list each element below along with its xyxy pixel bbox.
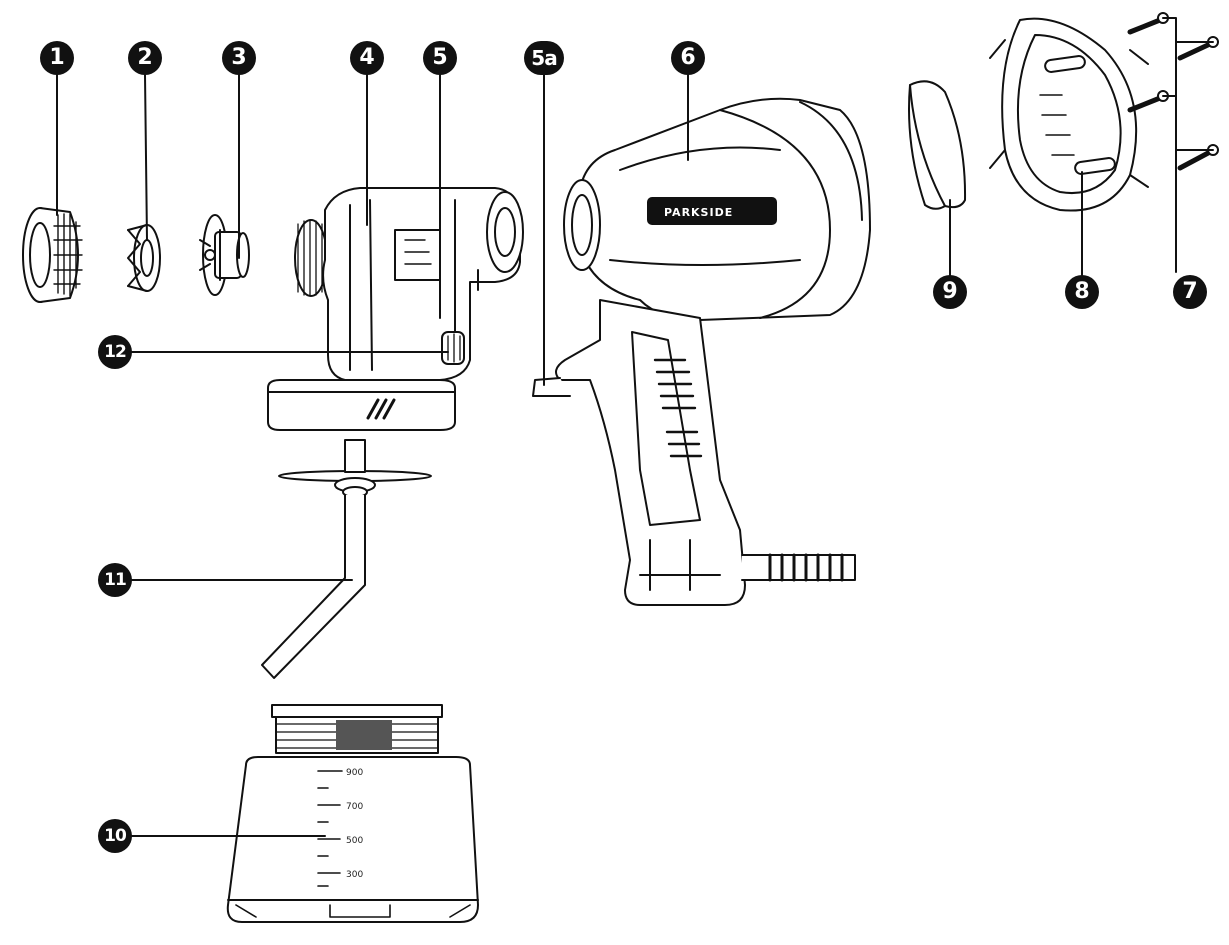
- callout-9: 9: [933, 275, 967, 309]
- callout-2: 2: [128, 41, 162, 75]
- scale-label: 700: [346, 802, 363, 812]
- scale-label: 500: [346, 836, 363, 846]
- part-6-motor-unit: PARKSIDE: [532, 97, 871, 606]
- part-2-air-cap-insert: [127, 224, 161, 292]
- brand-label: PARKSIDE: [664, 206, 733, 219]
- callout-5: 5: [423, 41, 457, 75]
- part-4-spray-attachment: [267, 187, 524, 431]
- callout-5a: 5a: [524, 41, 564, 75]
- container-scale: 900 700 500 300: [346, 768, 363, 880]
- callout-4: 4: [350, 41, 384, 75]
- callout-10: 10: [98, 819, 132, 853]
- callout-7: 7: [1173, 275, 1207, 309]
- part-11-suction-tube: [261, 439, 432, 679]
- callout-3: 3: [222, 41, 256, 75]
- leader-lines: [56, 74, 1083, 837]
- scale-label: 900: [346, 768, 363, 778]
- part-8-filter-cover: [989, 17, 1149, 212]
- part-1-nozzle-cap: [22, 207, 83, 303]
- part-10-container: [226, 704, 479, 923]
- callout-1: 1: [40, 41, 74, 75]
- callout-6: 6: [671, 41, 705, 75]
- scale-label: 300: [346, 870, 363, 880]
- part-9-filter: [908, 80, 967, 210]
- part-3-nozzle: [199, 214, 250, 296]
- callout-8: 8: [1065, 275, 1099, 309]
- callout-11: 11: [98, 563, 132, 597]
- callout-12: 12: [98, 335, 132, 369]
- part-7-screws: [1127, 12, 1219, 273]
